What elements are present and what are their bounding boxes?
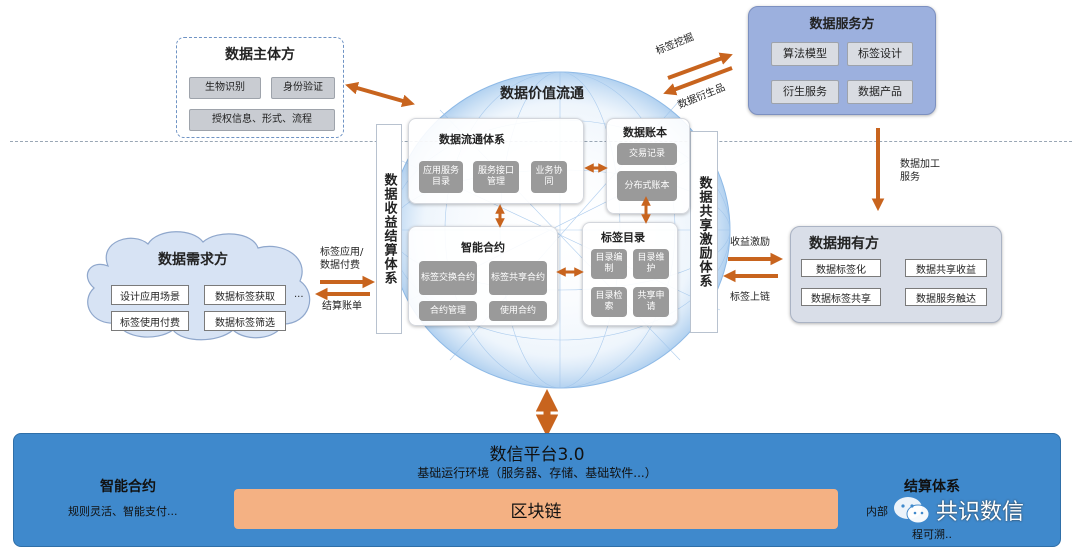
demand-item-filter: 数据标签筛选 [204,311,286,331]
owner-item-share: 数据标签共享 [801,288,881,306]
label-tag-payment: 标签应用/数据付费 [320,247,364,271]
contract-title: 智能合约 [461,241,505,254]
label-income: 收益激励 [730,237,770,248]
label-settle-bill: 结算账单 [322,301,362,312]
demand-item-tagget: 数据标签获取 [204,285,286,305]
wechat-icon [892,495,932,525]
catalog-title: 标签目录 [601,231,645,244]
platform-left-desc: 规则灵活、智能支付... [68,505,178,518]
contract-item-use: 使用合约 [489,301,547,321]
circulation-title: 数据流通体系 [439,133,505,146]
service-panel: 数据服务方 算法模型 标签设计 衍生服务 数据产品 [748,6,936,115]
demand-item-scenario: 设计应用场景 [111,285,189,305]
sharing-vertical-box: 数据共享激励体系 [690,131,718,333]
platform-right-desc2: 程可溯.. [912,528,952,541]
service-item-derived: 衍生服务 [771,80,839,104]
owner-item-reach: 数据服务触达 [905,288,987,306]
arrow-derived [663,66,733,96]
demand-title: 数据需求方 [158,252,228,268]
service-item-algo: 算法模型 [771,42,839,66]
blockchain-bar: 区块链 [234,489,838,529]
watermark-text: 共识数信 [936,500,1025,525]
subject-item-auth: 授权信息、形式、流程 [189,109,335,131]
ledger-item-record: 交易记录 [617,143,677,165]
circulation-item-collab: 业务协同 [531,161,567,193]
catalog-item-search: 目录检索 [591,287,627,317]
demand-ellipsis: ... [294,289,304,300]
service-title: 数据服务方 [809,17,875,32]
contract-item-share: 标签共享合约 [489,261,547,295]
demand-item-fee: 标签使用付费 [111,311,189,331]
owner-title: 数据拥有方 [809,236,879,252]
platform-right-title: 结算体系 [904,479,960,495]
circulation-item-interface: 服务接口管理 [473,161,519,193]
ledger-item-distributed: 分布式账本 [617,171,677,201]
contract-item-exchange: 标签交换合约 [419,261,477,295]
settlement-vertical-box: 数据收益结算体系 [376,124,402,334]
catalog-item-compile: 目录编制 [591,249,627,279]
subject-panel: 数据主体方 生物识别 身份验证 授权信息、形式、流程 [176,37,344,138]
owner-item-tagging: 数据标签化 [801,259,881,277]
ledger-title: 数据账本 [623,126,667,139]
label-processing: 数据加工服务 [900,159,940,183]
label-tag-chain: 标签上链 [730,292,770,303]
sharing-vertical-text: 数据共享激励体系 [696,176,712,288]
subject-item-biometric: 生物识别 [189,77,261,99]
contract-item-manage: 合约管理 [419,301,477,321]
circulation-panel: 数据流通体系 应用服务目录 服务接口管理 业务协同 [408,118,584,204]
service-item-tagdesign: 标签设计 [847,42,913,66]
platform-subtitle: 基础运行环境（服务器、存储、基础软件...） [417,466,657,480]
arrow-subject-flow [345,81,415,108]
catalog-item-maintain: 目录维护 [633,249,669,279]
owner-item-income: 数据共享收益 [905,259,987,277]
service-item-product: 数据产品 [847,80,913,104]
platform-title: 数信平台3.0 [489,445,585,465]
platform-right-desc1: 内部 [866,505,888,518]
value-flow-title: 数据价值流通 [500,86,584,102]
subject-title: 数据主体方 [225,47,295,63]
owner-panel: 数据拥有方 数据标签化 数据共享收益 数据标签共享 数据服务触达 [790,226,1002,323]
subject-item-identity: 身份验证 [271,77,335,99]
circulation-item-catalog: 应用服务目录 [419,161,463,193]
settlement-vertical-text: 数据收益结算体系 [381,173,397,285]
platform-panel: 数信平台3.0 基础运行环境（服务器、存储、基础软件...） 区块链 智能合约 … [13,433,1061,547]
catalog-item-apply: 共享申请 [633,287,669,317]
catalog-panel: 标签目录 目录编制 目录维护 目录检索 共享申请 [582,222,678,326]
blockchain-label: 区块链 [510,501,562,522]
platform-left-title: 智能合约 [100,479,156,495]
arrow-tag-mining [667,52,733,80]
